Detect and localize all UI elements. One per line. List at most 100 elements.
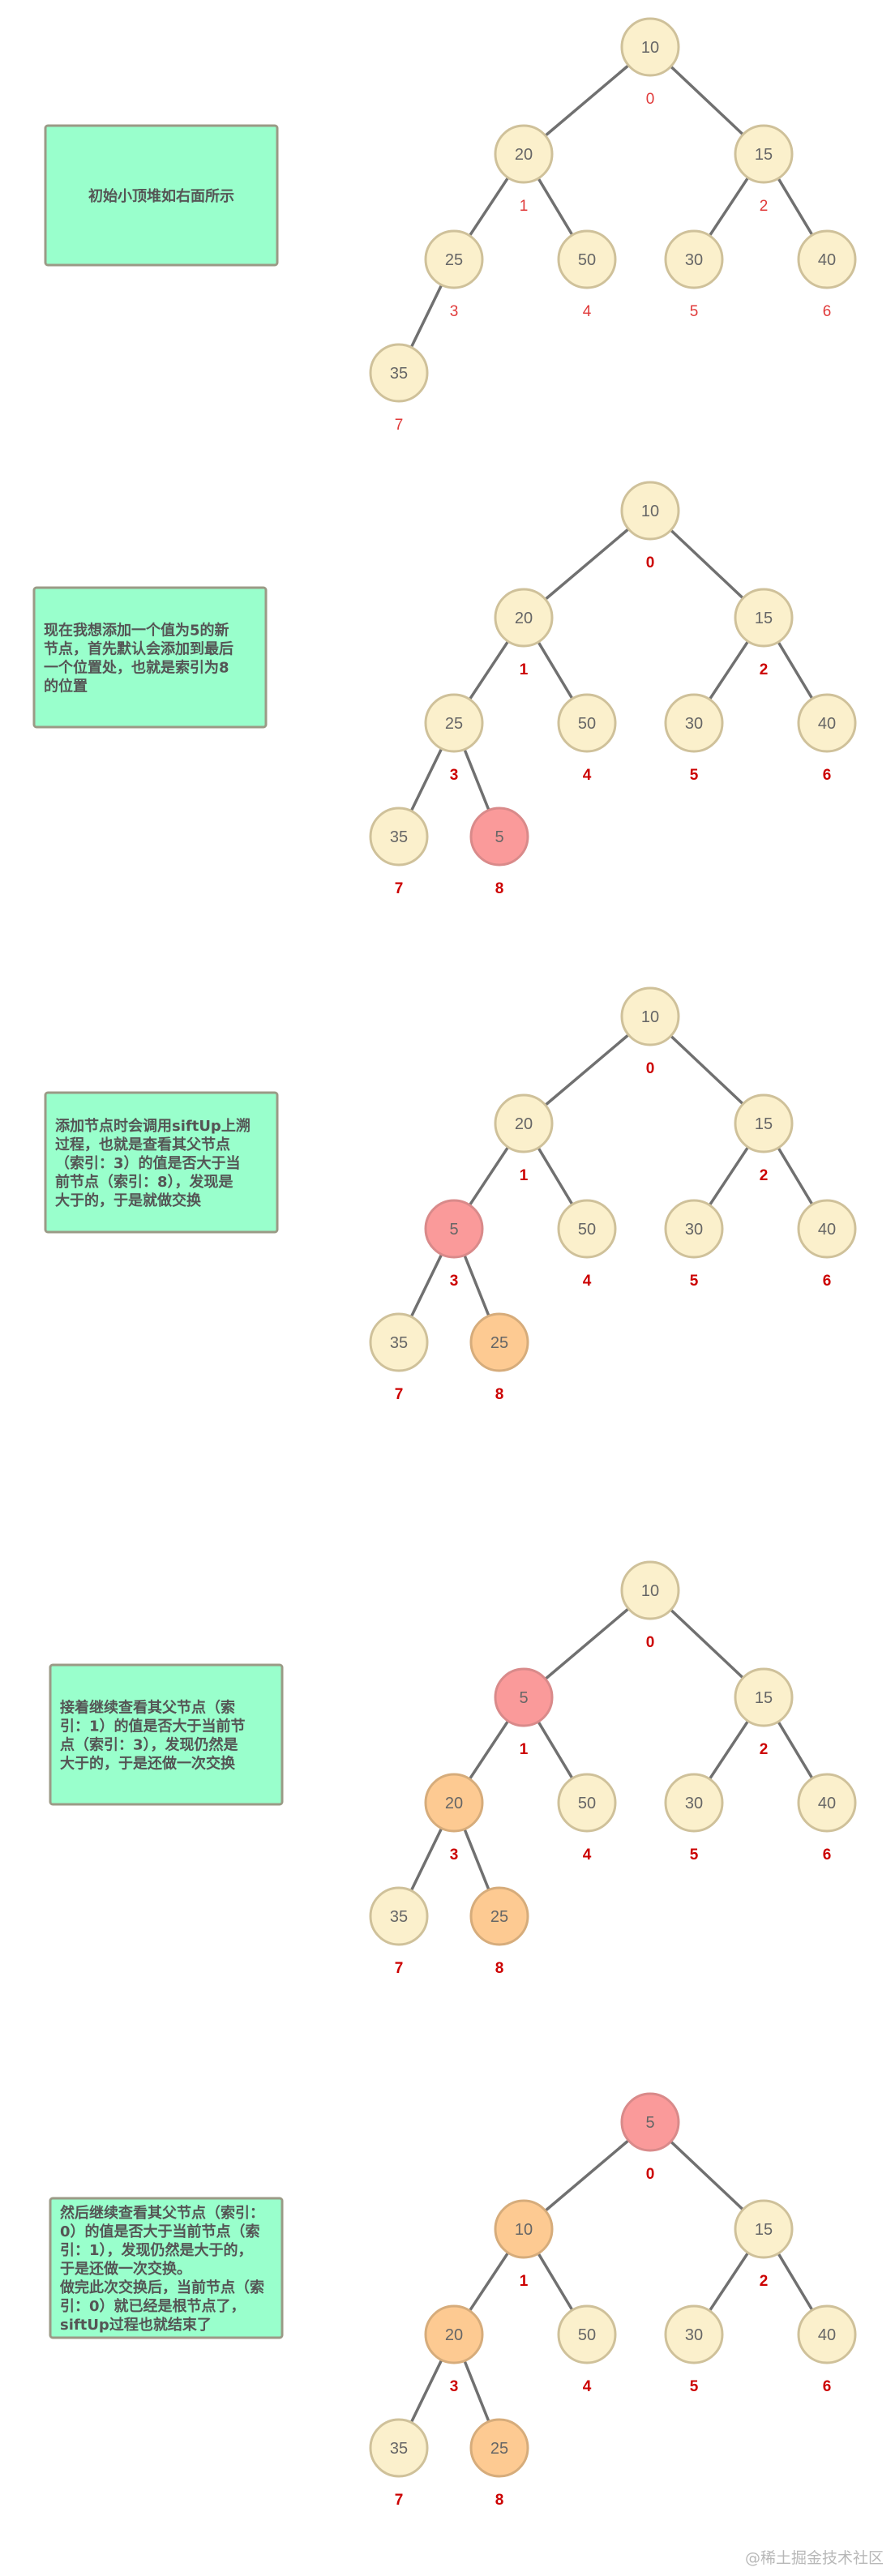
node-value: 30: [685, 1221, 703, 1239]
node-circle: [734, 1667, 794, 1727]
node-circle: [620, 481, 680, 541]
node-value: 50: [578, 1795, 596, 1812]
node-value: 20: [445, 1795, 463, 1812]
note-line: 一个位置处，也就是索引为8: [44, 659, 229, 677]
node-value: 50: [578, 251, 596, 269]
node-value: 35: [390, 365, 408, 383]
tree-edge: [463, 2359, 490, 2424]
node-circle: [557, 1773, 617, 1833]
node-circle: [797, 1199, 857, 1259]
heap-node: 253: [424, 693, 484, 784]
tree-edge: [708, 1145, 750, 1207]
node-value: 30: [685, 251, 703, 269]
step-2: 现在我想添加一个值为5的新节点，首先默认会添加到最后一个位置处，也就是索引为8的…: [32, 481, 857, 897]
node-value: 5: [495, 828, 503, 846]
node-index: 8: [495, 1386, 504, 1403]
note-line: siftUp过程也就结束了: [60, 2316, 212, 2334]
node-value: 15: [755, 610, 773, 627]
tree-edge: [409, 1826, 443, 1893]
heap-node: 406: [797, 693, 857, 784]
note-line: 现在我想添加一个值为5的新: [44, 622, 229, 640]
node-index: 7: [395, 417, 404, 434]
node-value: 25: [445, 715, 463, 733]
heap-node: 305: [664, 1773, 724, 1864]
node-circle: [664, 1773, 724, 1833]
tree-edge: [543, 1033, 631, 1107]
node-value: 40: [818, 1795, 836, 1812]
tree-edge: [777, 2252, 814, 2312]
tree-edge: [669, 1608, 745, 1680]
heap-node: 100: [620, 17, 680, 108]
node-index: 2: [760, 2273, 769, 2290]
node-index: 0: [646, 1060, 655, 1077]
heap-node: 504: [557, 1773, 617, 1864]
tree-edge: [409, 2358, 443, 2424]
node-circle: [734, 2199, 794, 2259]
tree-edge: [669, 528, 745, 600]
node-index: 2: [760, 1167, 769, 1184]
node-circle: [469, 1886, 529, 1946]
heap-node: 100: [620, 1560, 680, 1651]
heap-node: 201: [494, 1093, 554, 1184]
note-box: [44, 124, 279, 267]
tree-edge: [409, 1252, 443, 1319]
note-line: 做完此次交换后，当前节点（索: [59, 2279, 264, 2296]
node-index: 3: [450, 1846, 459, 1864]
node-circle: [664, 1199, 724, 1259]
node-value: 15: [755, 1689, 773, 1707]
node-circle: [469, 1312, 529, 1372]
heap-node: 305: [664, 1199, 724, 1290]
tree-edge: [468, 176, 510, 237]
tree-edge: [537, 2252, 574, 2312]
tree-edge: [669, 1034, 745, 1106]
node-value: 25: [490, 2440, 508, 2458]
tree-edge: [409, 283, 443, 349]
node-value: 15: [755, 2221, 773, 2239]
node-circle: [469, 2418, 529, 2478]
node-value: 35: [390, 828, 408, 846]
tree-edge: [537, 1720, 574, 1780]
note-line: 点（索引：3），发现仍然是: [60, 1736, 238, 1754]
heap-node: 357: [369, 1886, 429, 1977]
node-value: 10: [515, 2221, 533, 2239]
heap-node: 305: [664, 693, 724, 784]
tree-edge: [468, 2251, 510, 2313]
node-index: 5: [690, 767, 699, 784]
note-line: 于是还做一次交换。: [60, 2260, 191, 2278]
node-index: 0: [646, 1634, 655, 1651]
node-value: 25: [490, 1334, 508, 1352]
node-index: 1: [520, 2273, 529, 2290]
note-line: 大于的，于是还做一次交换: [60, 1755, 236, 1773]
node-index: 6: [823, 1273, 832, 1290]
heap-node: 100: [620, 481, 680, 571]
node-circle: [469, 807, 529, 867]
step-5: 然后继续查看其父节点（索引：0）的值是否大于当前节点（索引：1），发现仍然是大于…: [49, 2092, 857, 2509]
node-index: 1: [520, 1741, 529, 1758]
heap-node: 201: [494, 124, 554, 215]
tree-edge: [463, 1253, 490, 1318]
node-index: 5: [690, 303, 699, 320]
node-circle: [369, 343, 429, 403]
node-value: 40: [818, 1221, 836, 1239]
step-note: 现在我想添加一个值为5的新节点，首先默认会添加到最后一个位置处，也就是索引为8的…: [32, 586, 268, 729]
heap-node: 504: [557, 693, 617, 784]
node-circle: [620, 986, 680, 1046]
node-value: 30: [685, 2326, 703, 2344]
note-line: 接着继续查看其父节点（索: [60, 1699, 235, 1717]
node-index: 7: [395, 2492, 404, 2509]
node-circle: [797, 229, 857, 289]
step-note: 添加节点时会调用siftUp上溯过程，也就是查看其父节点（索引：3）的值是否大于…: [44, 1091, 279, 1234]
node-index: 6: [823, 767, 832, 784]
heap-node: 406: [797, 229, 857, 320]
heap-node: 58: [469, 807, 529, 897]
note-line: 节点，首先默认会添加到最后: [44, 640, 233, 658]
node-index: 7: [395, 1960, 404, 1977]
node-index: 2: [760, 198, 769, 215]
tree-edge: [669, 65, 745, 136]
node-index: 0: [646, 2166, 655, 2183]
heap-node: 406: [797, 1773, 857, 1864]
node-value: 5: [449, 1221, 458, 1239]
note-line: （索引：3）的值是否大于当: [55, 1154, 241, 1172]
node-circle: [557, 1199, 617, 1259]
node-circle: [369, 807, 429, 867]
